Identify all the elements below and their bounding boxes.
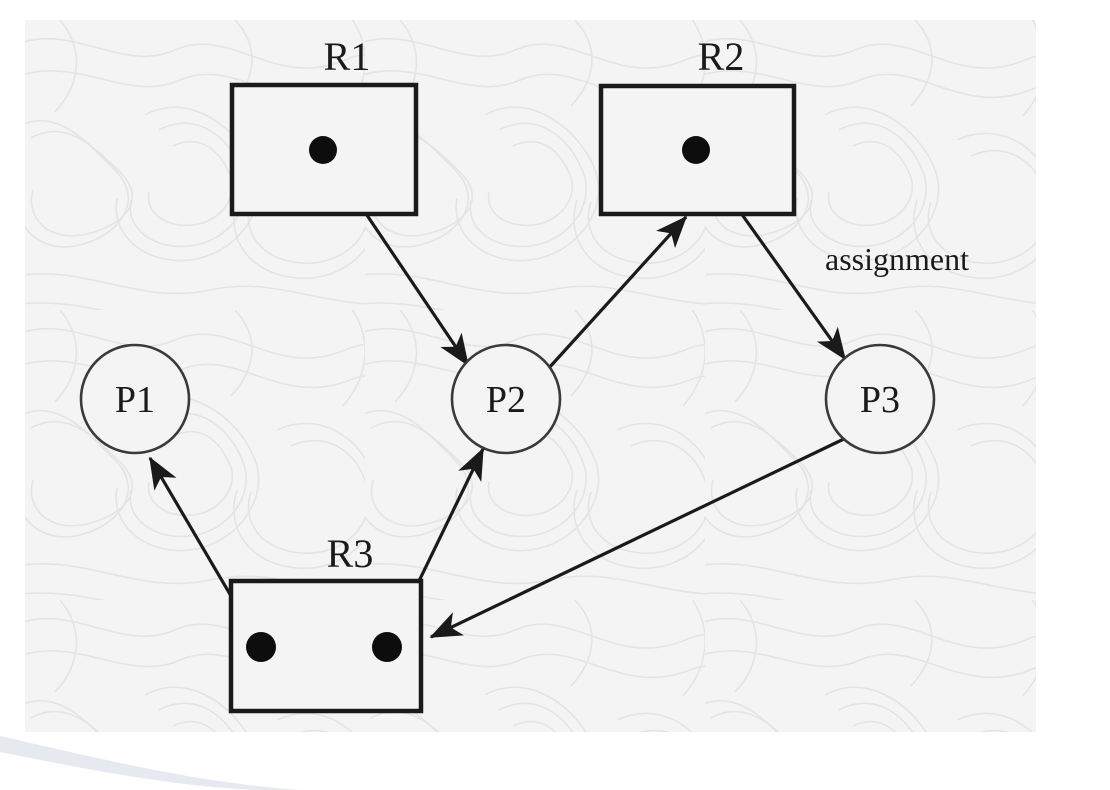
resource-instance-dot — [309, 136, 337, 164]
resource-instance-dot — [372, 632, 402, 662]
page-accent-swoosh — [0, 736, 300, 790]
process-label-P3: P3 — [860, 379, 900, 421]
process-circle-P1 — [79, 343, 191, 455]
resource-label-R1: R1 — [324, 34, 371, 79]
resource-label-R2: R2 — [698, 34, 745, 79]
process-circle-P3 — [824, 343, 936, 455]
resource-node-R1[interactable]: R1 — [229, 34, 419, 217]
process-node-P3[interactable]: P3 — [824, 343, 936, 455]
process-label-P2: P2 — [486, 379, 526, 421]
process-node-P2[interactable]: P2 — [450, 343, 562, 455]
resource-box-R1 — [229, 82, 419, 217]
resource-node-R2[interactable]: R2 — [598, 34, 797, 217]
process-circle-P2 — [450, 343, 562, 455]
process-node-P1[interactable]: P1 — [79, 343, 191, 455]
resource-instance-dot — [682, 136, 710, 164]
annotation-assignment: assignment — [825, 241, 969, 277]
resource-allocation-graph-svg: R1 R2 R3 P1 P2 — [25, 20, 1036, 732]
process-label-P1: P1 — [115, 379, 155, 421]
resource-instance-dot — [246, 632, 276, 662]
edge-P3-to-R3 — [429, 435, 849, 639]
diagram-figure: R1 R2 R3 P1 P2 — [25, 20, 1036, 732]
edge-P2-to-R2 — [546, 215, 688, 371]
resource-node-R3[interactable]: R3 — [228, 531, 424, 714]
resource-label-R3: R3 — [327, 531, 374, 576]
